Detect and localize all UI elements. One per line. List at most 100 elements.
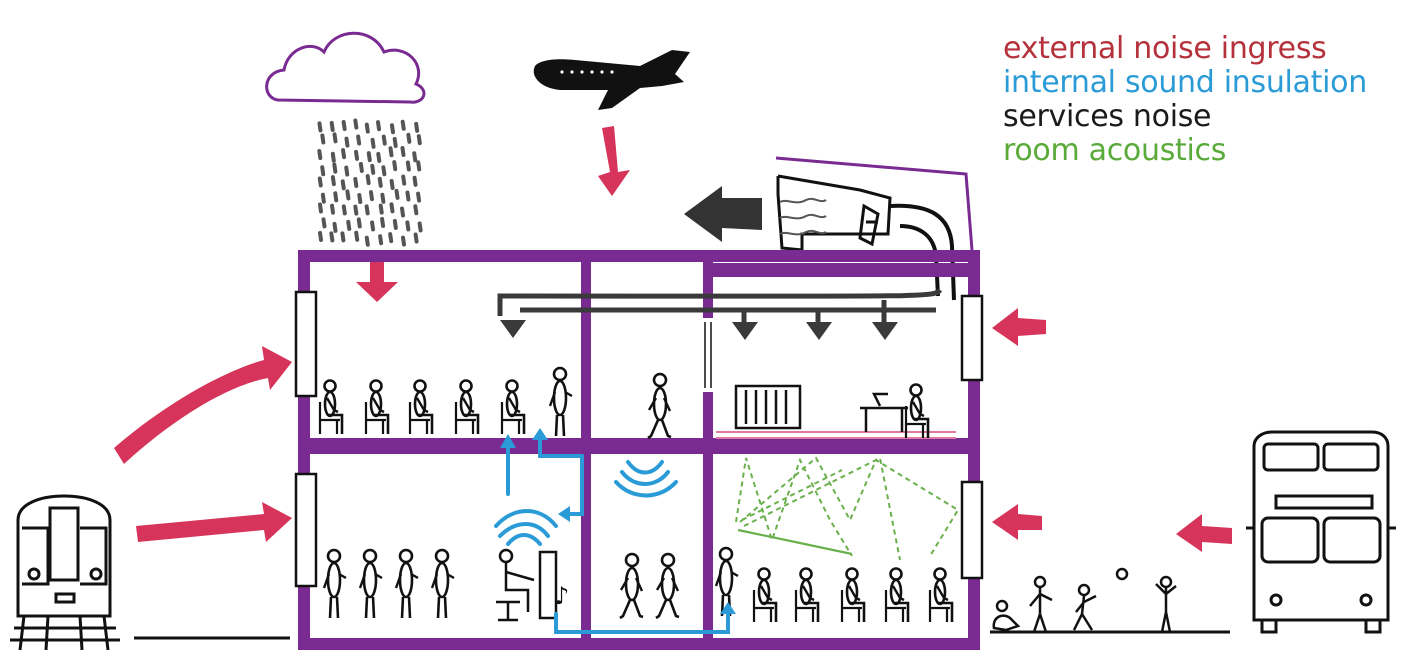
raindrop xyxy=(381,134,387,146)
raindrop xyxy=(380,216,386,228)
raindrop xyxy=(364,235,370,247)
raindrop xyxy=(329,231,335,243)
raindrop xyxy=(357,193,363,205)
raindrop xyxy=(394,188,400,200)
acoustic-reflections xyxy=(735,456,960,561)
raindrop xyxy=(417,221,423,233)
raindrop xyxy=(332,221,338,233)
ball-icon xyxy=(1115,567,1129,581)
raindrop xyxy=(329,120,335,132)
raindrop xyxy=(353,204,359,216)
arrow-plane-noise xyxy=(598,126,630,196)
raindrop xyxy=(413,232,419,244)
raindrop xyxy=(376,120,382,132)
raindrop xyxy=(317,121,323,133)
piano-icon xyxy=(538,550,558,620)
raindrop xyxy=(354,149,360,161)
window-east-lower xyxy=(960,480,984,580)
legend-internal-sound-insulation: internal sound insulation xyxy=(1003,65,1367,100)
arrow-train-roof xyxy=(114,346,292,464)
raindrop xyxy=(353,176,359,188)
music-note-icon: ♪ xyxy=(554,582,569,610)
arrow-east-upper xyxy=(992,308,1046,346)
desk-with-laptop xyxy=(860,392,908,432)
raindrop xyxy=(412,151,418,163)
raindrop xyxy=(366,151,372,163)
pianist xyxy=(496,548,558,622)
lower-left-group xyxy=(322,548,456,620)
window-west-upper xyxy=(294,290,318,398)
raindrop xyxy=(400,206,406,218)
raindrop xyxy=(388,232,394,244)
raindrop xyxy=(320,133,326,145)
arrow-east-lower xyxy=(992,504,1042,540)
double-decker-bus-icon xyxy=(1246,430,1396,634)
raindrop xyxy=(370,137,376,149)
lower-corridor-people xyxy=(618,552,681,620)
raindrop xyxy=(370,163,376,175)
arrow-rain-noise xyxy=(356,252,398,302)
window-west-lower xyxy=(294,472,318,588)
airplane-icon xyxy=(533,50,690,110)
children-playing xyxy=(992,567,1177,633)
raindrop xyxy=(392,218,398,230)
arrow-train-lower xyxy=(136,502,292,542)
raindrop xyxy=(330,203,336,215)
direct-sound-line xyxy=(737,528,853,556)
raindrop xyxy=(378,234,384,246)
raindrop xyxy=(370,220,376,232)
raindrop xyxy=(317,202,323,214)
office-worker xyxy=(904,383,930,440)
raindrop xyxy=(414,121,420,133)
legend: external noise ingress internal sound in… xyxy=(1003,32,1367,168)
diffuser-arrows xyxy=(500,320,898,340)
raindrop xyxy=(392,136,398,148)
raindrop xyxy=(340,231,346,243)
raindrop xyxy=(416,134,422,146)
raindrop xyxy=(321,217,327,229)
raindrop xyxy=(341,204,347,216)
raindrop xyxy=(358,161,364,173)
raindrop xyxy=(330,151,336,163)
legend-external-noise-ingress: external noise ingress xyxy=(1003,31,1327,66)
raindrop xyxy=(341,119,347,131)
cloud-icon xyxy=(265,31,426,104)
raindrop xyxy=(389,123,395,135)
lecturer xyxy=(548,366,574,438)
fan-icon xyxy=(858,203,880,247)
raindrop xyxy=(344,136,350,148)
raindrop xyxy=(353,118,359,130)
raindrop xyxy=(320,165,326,177)
raindrop xyxy=(376,151,382,163)
window-east-upper xyxy=(960,294,984,382)
rooftop-plant xyxy=(775,156,974,301)
exhaust-arrow xyxy=(684,186,762,242)
raindrop xyxy=(341,148,347,160)
legend-services-noise: services noise xyxy=(1003,99,1212,134)
internal-sound-paths xyxy=(494,436,730,634)
raindrop xyxy=(392,160,398,172)
raindrop xyxy=(413,204,419,216)
raindrop xyxy=(346,219,352,231)
raindrop xyxy=(320,192,326,204)
raindrop xyxy=(405,160,411,172)
raindrop xyxy=(317,149,323,161)
raindrop xyxy=(405,190,411,202)
raindrop xyxy=(381,165,387,177)
internal-arrowheads xyxy=(500,428,736,614)
lecture-audience xyxy=(318,379,526,436)
raindrop xyxy=(416,160,422,172)
raindrop xyxy=(377,176,383,188)
raindrop xyxy=(401,235,407,247)
laptop-icon xyxy=(871,392,888,407)
airplane-windows xyxy=(560,70,614,74)
legend-room-acoustics: room acoustics xyxy=(1003,133,1227,168)
raindrop xyxy=(333,191,339,203)
raindrop xyxy=(380,192,386,204)
raindrop xyxy=(332,132,338,144)
services-ducts xyxy=(497,288,943,324)
corridor-walker-upper xyxy=(646,372,673,440)
raindrop xyxy=(406,132,412,144)
raindrop xyxy=(340,179,346,191)
